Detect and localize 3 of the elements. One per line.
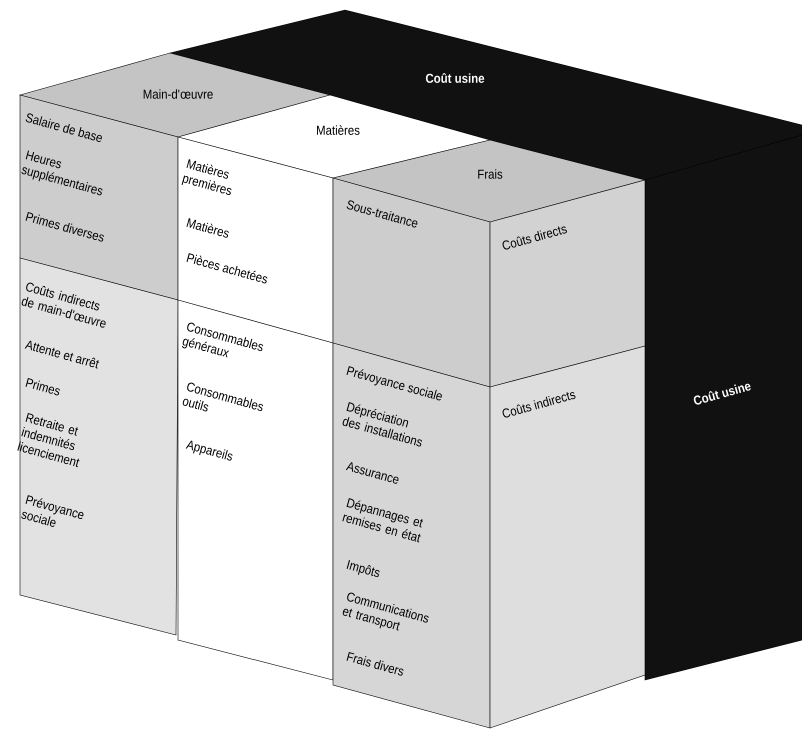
side-panel: Coûts directs: [490, 180, 646, 388]
block-side-face: Coût usine: [644, 134, 802, 680]
side-panel: Coûts indirects: [490, 346, 646, 728]
